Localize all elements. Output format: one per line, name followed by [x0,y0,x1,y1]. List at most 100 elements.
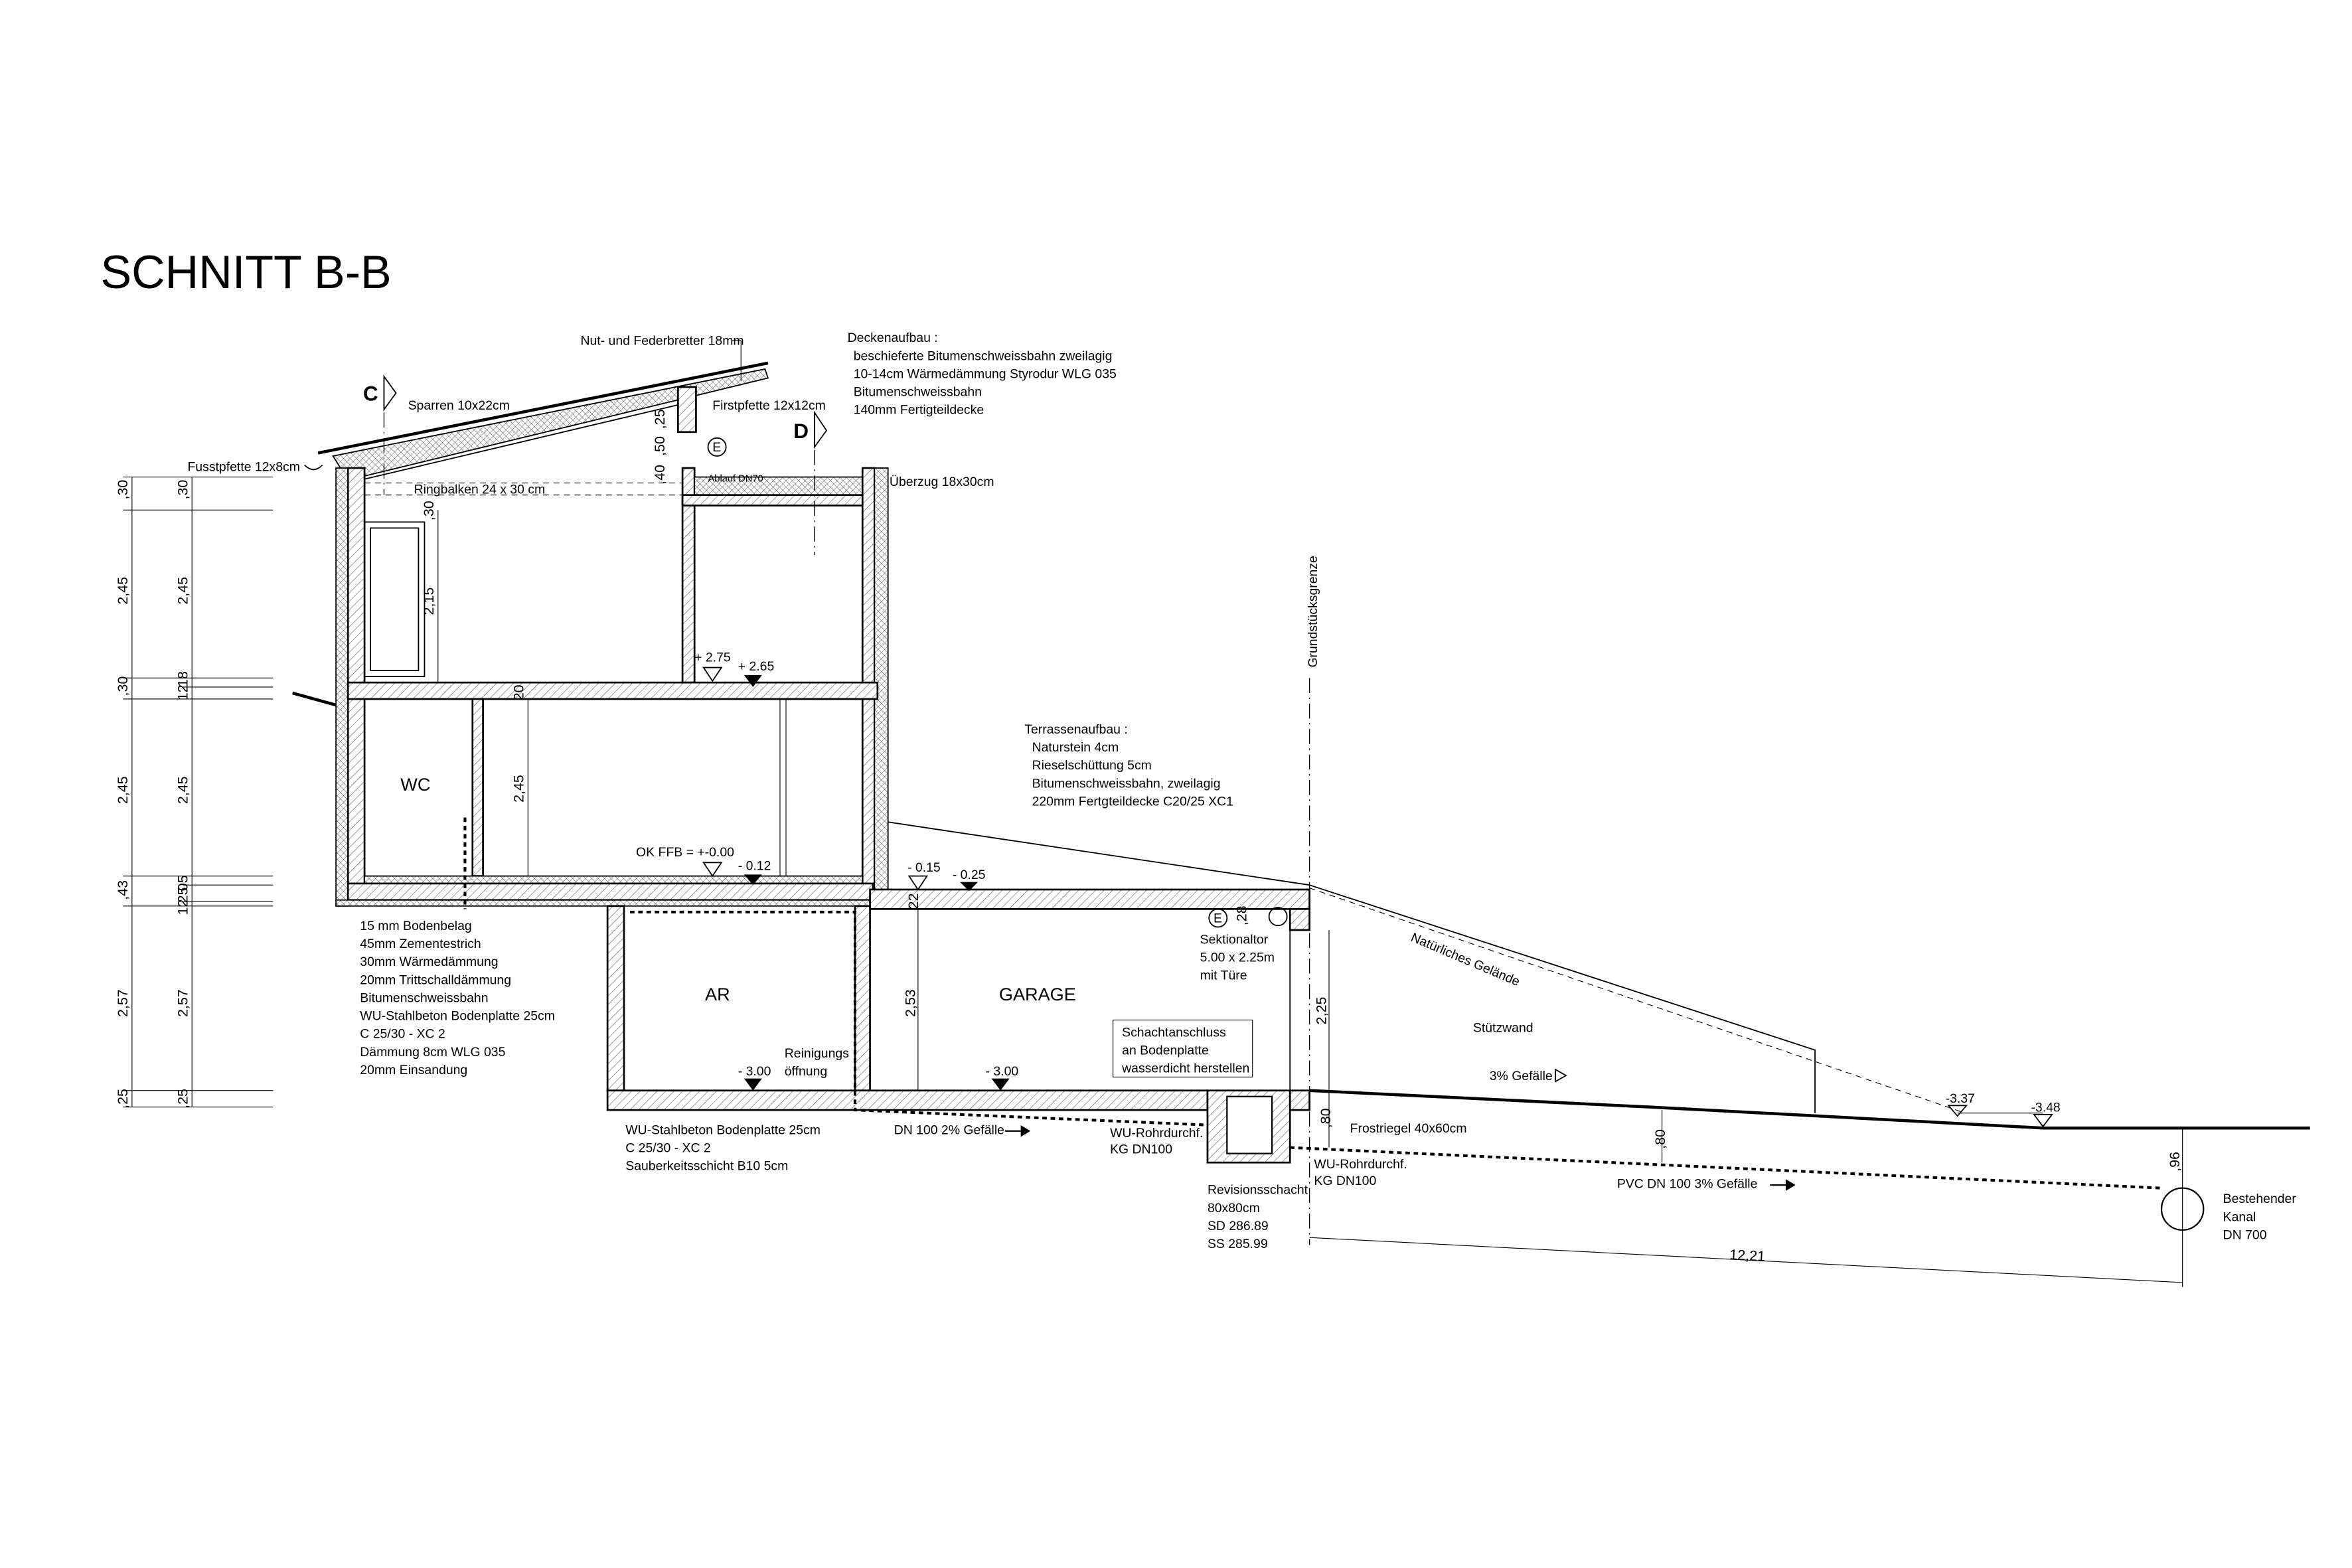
svg-text:WU-Stahlbeton Bodenplatte 25cm: WU-Stahlbeton Bodenplatte 25cm [625,1123,821,1137]
room-wc: WC [400,774,430,795]
label: 5.00 x 2.25m [1200,950,1275,965]
terrassenaufbau-note: Terrassenaufbau : Naturstein 4cm Riesels… [1024,722,1233,809]
label: an Bodenplatte [1122,1044,1209,1058]
label: Stützwand [1473,1021,1533,1036]
room-ar: AR [705,984,730,1004]
label: Schachtanschluss [1122,1025,1226,1040]
dim-label: 2,45 [175,577,191,605]
dim-label: 12 [175,899,191,915]
label: 80x80cm [1208,1201,1260,1215]
dim-label: 2,45 [115,776,131,804]
dim-label: 12 [175,684,191,700]
section-marker-d: D [793,410,828,556]
room-garage: GARAGE [999,984,1076,1004]
svg-text:20: 20 [511,684,527,700]
label: öffnung [785,1064,827,1079]
dim-label: ,43 [115,880,131,900]
dim-label: ,30 [115,480,131,500]
svg-text:2,53: 2,53 [902,989,918,1017]
svg-text:+ 2.65: + 2.65 [738,659,775,674]
svg-text:,80: ,80 [1318,1108,1334,1128]
level-filled-icon [744,1078,762,1091]
svg-text:C 25/30 - XC 2: C 25/30 - XC 2 [625,1140,710,1155]
svg-text:,50: ,50 [652,436,668,456]
svg-text:30mm Wärmedämmung: 30mm Wärmedämmung [360,955,498,969]
svg-text:Rieselschüttung 5cm: Rieselschüttung 5cm [1032,758,1152,773]
dim-label: 2,57 [115,989,131,1017]
dim-label: 05 [175,875,191,891]
svg-text:Terrassenaufbau :: Terrassenaufbau : [1024,722,1127,737]
svg-text:12,21: 12,21 [1729,1247,1766,1265]
svg-text:E: E [712,440,721,455]
svg-text:,40: ,40 [652,465,668,485]
slab-buildup-note: WU-Stahlbeton Bodenplatte 25cm C 25/30 -… [625,1123,821,1173]
svg-text:Naturstein 4cm: Naturstein 4cm [1032,740,1119,755]
label: KG DN100 [1110,1142,1172,1157]
label: DN 100 2% Gefälle [894,1123,1004,1137]
label: Kanal [2223,1210,2256,1224]
svg-text:Sauberkeitsschicht B10 5cm: Sauberkeitsschicht B10 5cm [625,1158,788,1173]
label: Firstpfette 12x12cm [712,398,826,413]
label: Ablauf DN70 [708,473,763,484]
svg-text:- 3.00: - 3.00 [986,1064,1019,1079]
dim-label: 18 [175,671,191,687]
page-title: SCHNITT B-B [100,246,391,298]
roof [304,361,769,484]
dim-label: 2,45 [115,577,131,605]
label: SS 285.99 [1208,1237,1268,1251]
svg-text:beschieferte Bitumenschweissba: beschieferte Bitumenschweissbahn zweilag… [854,349,1113,363]
svg-text:- 0.15: - 0.15 [907,860,941,875]
dim-label: ,25 [175,1089,191,1109]
svg-text:-3.48: -3.48 [2031,1100,2060,1115]
svg-text:Bitumenschweissbahn, zweilagig: Bitumenschweissbahn, zweilagig [1032,776,1221,791]
label: wasserdicht herstellen [1121,1061,1249,1076]
dim-label: ,30 [115,676,131,696]
svg-text:OK FFB = +-0.00: OK FFB = +-0.00 [636,845,734,860]
dim-label: ,25 [115,1089,131,1109]
label: SD 286.89 [1208,1219,1269,1233]
svg-text:- 0.12: - 0.12 [738,859,771,874]
svg-text:E: E [1214,911,1222,926]
label: Reinigungs [785,1046,849,1061]
level-filled-icon [960,882,979,892]
label: WU-Rohrdurchf. [1314,1157,1407,1172]
deckenaufbau-note: Deckenaufbau : beschieferte Bitumenschwe… [848,331,1117,417]
svg-text:Bitumenschweissbahn: Bitumenschweissbahn [854,385,982,400]
label: Revisionsschacht [1208,1183,1308,1198]
svg-text:Deckenaufbau :: Deckenaufbau : [848,331,938,345]
svg-text:Dämmung 8cm WLG 035: Dämmung 8cm WLG 035 [360,1045,505,1059]
label: Ringbalken 24 x 30 cm [414,482,546,497]
level-open-icon [907,875,929,891]
dim-label: 25 [175,887,191,903]
svg-text:C 25/30 - XC 2: C 25/30 - XC 2 [360,1027,445,1042]
label: 3% Gefälle [1490,1069,1553,1083]
label: mit Türe [1200,969,1247,983]
svg-text:,25: ,25 [652,409,668,429]
svg-text:20mm Trittschalldämmung: 20mm Trittschalldämmung [360,973,511,987]
terrain [437,510,2310,1287]
svg-text:-3.37: -3.37 [1946,1091,1975,1106]
label: WU-Rohrdurchf. [1110,1126,1203,1140]
svg-text:45mm Zementestrich: 45mm Zementestrich [360,937,481,951]
label: DN 700 [2223,1227,2267,1242]
level-filled-icon [744,874,762,886]
svg-text:,30: ,30 [421,501,437,520]
label: Nut- und Federbretter 18mm [580,334,744,349]
level-open-icon [702,666,723,682]
svg-text:22: 22 [905,893,921,909]
svg-text:C: C [363,381,378,405]
dim-label: 2,45 [175,776,191,804]
svg-text:15 mm Bodenbelag: 15 mm Bodenbelag [360,919,471,933]
svg-text:- 0.25: - 0.25 [953,868,986,882]
section-marker-c: C [363,374,397,495]
label: Grundstücksgrenze [1306,556,1320,667]
label: Bestehender [2223,1192,2297,1206]
svg-text:2,25: 2,25 [1313,996,1329,1024]
building-structure [292,467,2160,1190]
dim-label: ,30 [175,480,191,500]
level-open-icon [702,862,723,878]
level-open-icon [2033,1113,2053,1128]
level-filled-icon [991,1078,1010,1091]
dimensions: ,25 ,50 ,40 ,30 2,15 20 2,45 22 2,53 ,28… [421,409,2183,1264]
